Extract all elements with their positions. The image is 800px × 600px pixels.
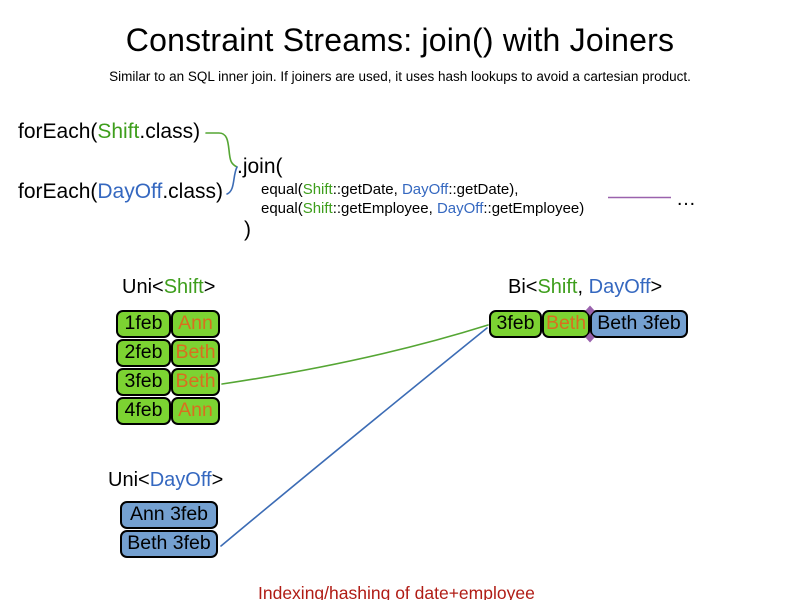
label-text: , xyxy=(577,276,589,298)
table-row: 2feb Beth xyxy=(116,339,220,367)
code-text: .class) xyxy=(139,120,201,143)
label-text: > xyxy=(211,469,224,491)
dayoff-to-bi-line xyxy=(220,327,488,547)
bi-row: 3feb Beth Beth 3feb xyxy=(489,310,688,338)
cell-date: 2feb xyxy=(116,339,171,367)
uni-shift-title: Uni<Shift> xyxy=(122,276,215,299)
code-text: ::getEmployee) xyxy=(483,200,585,217)
table-row: 3feb Beth xyxy=(116,368,220,396)
shift-class-token: Shift xyxy=(302,200,333,217)
code-text: forEach( xyxy=(18,120,98,143)
bi-title: Bi<Shift, DayOff> xyxy=(508,276,662,299)
dayoff-cell: Beth 3feb xyxy=(120,530,218,558)
cell-employee: Ann xyxy=(171,397,220,425)
cell-employee: Beth xyxy=(171,368,220,396)
shift-class-token: Shift xyxy=(537,276,578,298)
uni-shift-table: 1feb Ann 2feb Beth 3feb Beth 4feb Ann xyxy=(116,310,220,425)
more-joiners-ellipsis: … xyxy=(676,188,696,210)
code-text: equal( xyxy=(261,181,303,198)
shift-to-bi-line xyxy=(221,324,489,385)
cell-employee: Beth xyxy=(171,339,220,367)
dayoff-class-token: DayOff xyxy=(401,181,449,198)
join-brace-dayoff xyxy=(226,166,238,195)
cell-employee: Ann xyxy=(171,310,220,338)
label-text: Bi< xyxy=(508,276,538,298)
uni-dayoff-table: Ann 3feb Beth 3feb xyxy=(120,501,218,558)
code-join-close: ) xyxy=(244,218,251,241)
shift-class-token: Shift xyxy=(302,181,333,198)
join-brace-shift xyxy=(205,132,238,168)
dayoff-class-token: DayOff xyxy=(436,200,484,217)
code-text: .class) xyxy=(162,180,224,203)
label-text: Uni< xyxy=(122,276,164,298)
code-joiner-equal-date: equal(Shift::getDate, DayOff::getDate), xyxy=(261,181,518,198)
table-row: 4feb Ann xyxy=(116,397,220,425)
dayoff-class-token: DayOff xyxy=(149,469,212,491)
label-text: > xyxy=(650,276,663,298)
bi-cell-date: 3feb xyxy=(489,310,542,338)
table-row: 1feb Ann xyxy=(116,310,220,338)
bi-cell-dayoff: Beth 3feb xyxy=(590,310,688,338)
code-foreach-dayoff: forEach(DayOff.class) xyxy=(18,180,223,204)
code-foreach-shift: forEach(Shift.class) xyxy=(18,120,200,144)
dayoff-class-token: DayOff xyxy=(588,276,651,298)
bi-cell-employee: Beth xyxy=(542,310,590,338)
shift-class-token: Shift xyxy=(97,120,140,143)
page-subtitle: Similar to an SQL inner join. If joiners… xyxy=(109,69,691,84)
label-text: Uni< xyxy=(108,469,150,491)
dayoff-class-token: DayOff xyxy=(97,180,163,203)
code-text: ::getEmployee, xyxy=(332,200,437,217)
code-text: forEach( xyxy=(18,180,98,203)
cell-date: 3feb xyxy=(116,368,171,396)
dayoff-cell: Ann 3feb xyxy=(120,501,218,529)
code-text: ::getDate, xyxy=(332,181,402,198)
code-joiner-equal-employee: equal(Shift::getEmployee, DayOff::getEmp… xyxy=(261,200,584,217)
label-text: > xyxy=(203,276,216,298)
note-line-1: Indexing/hashing of date+employee xyxy=(258,583,535,600)
cell-date: 4feb xyxy=(116,397,171,425)
shift-class-token: Shift xyxy=(163,276,204,298)
code-text: ::getDate), xyxy=(448,181,519,198)
uni-dayoff-title: Uni<DayOff> xyxy=(108,469,223,492)
code-join-open: .join( xyxy=(237,155,283,178)
page-title: Constraint Streams: join() with Joiners xyxy=(125,22,675,58)
note-text: Indexing/hashing of date+employee to sca… xyxy=(258,533,548,600)
cell-date: 1feb xyxy=(116,310,171,338)
code-text: equal( xyxy=(261,200,303,217)
